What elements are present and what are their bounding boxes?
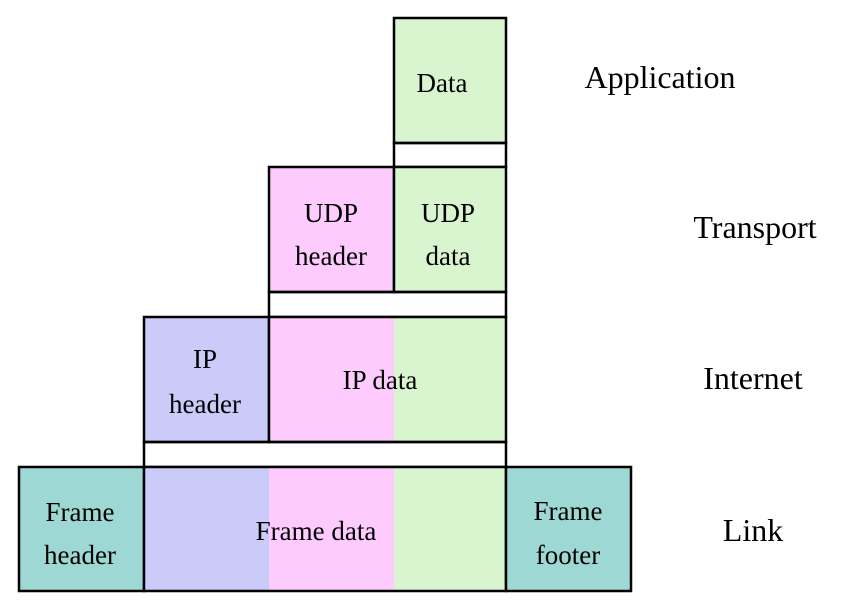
ip-data-label: IP data	[343, 365, 418, 395]
layer-label-internet: Internet	[703, 360, 803, 396]
udp-data-label-line2: data	[426, 241, 471, 271]
application-transport-connector	[392, 141, 508, 169]
frame-header-label-line1: Frame	[46, 497, 115, 527]
frame-data-label: Frame data	[256, 516, 377, 546]
transport-row: UDP header UDP data	[267, 165, 508, 294]
frame-footer-box	[504, 465, 633, 593]
frame-data-udp-data-portion	[394, 467, 506, 591]
application-row: Data	[392, 16, 508, 145]
udp-header-label-line1: UDP	[304, 198, 358, 228]
internet-row: IP header IP data	[142, 315, 508, 444]
layer-label-link: Link	[723, 512, 783, 548]
frame-header-box	[17, 465, 146, 593]
internet-link-connector	[142, 440, 508, 469]
data-label: Data	[417, 68, 468, 98]
ip-header-box	[142, 315, 271, 444]
udp-data-box	[392, 165, 508, 294]
udp-header-label-line2: header	[295, 241, 367, 271]
frame-header-label-line2: header	[44, 540, 116, 570]
data-box	[392, 16, 508, 145]
frame-footer-label-line2: footer	[536, 540, 600, 570]
frame-data-udp-header-portion	[269, 467, 394, 591]
transport-internet-connector	[267, 290, 508, 319]
udp-header-box	[267, 165, 396, 294]
link-row: Frame header Frame data Frame footer	[17, 465, 633, 593]
udp-data-label-line1: UDP	[421, 198, 475, 228]
ip-data-udp-data-portion	[394, 317, 506, 442]
ip-data-udp-header-portion	[269, 317, 394, 442]
layer-label-application: Application	[584, 59, 735, 95]
ip-header-label-line2: header	[169, 389, 241, 419]
layer-label-transport: Transport	[693, 209, 816, 245]
frame-footer-label-line1: Frame	[534, 496, 603, 526]
frame-data-ip-header-portion	[144, 467, 269, 591]
ip-header-label-line1: IP	[193, 344, 217, 374]
